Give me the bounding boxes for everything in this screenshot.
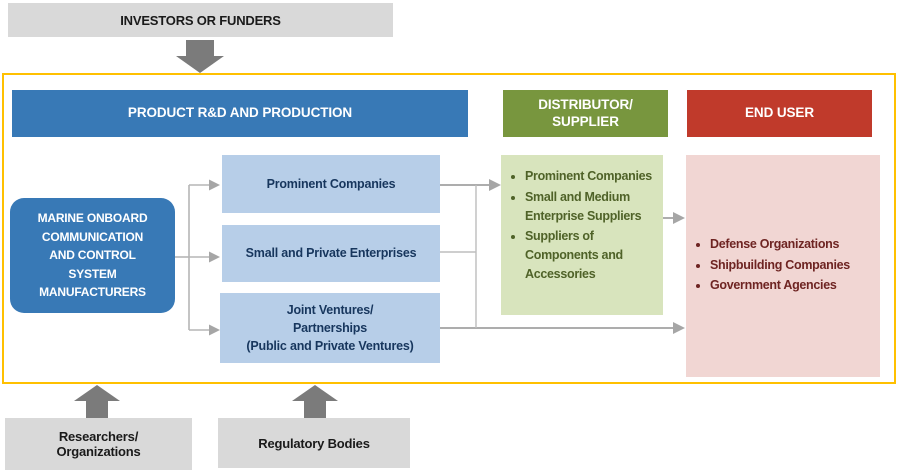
list-item: Government Agencies [710,276,850,295]
output-arrowheads [489,179,685,334]
small-private-enterprises-box: Small and Private Enterprises [222,225,440,282]
manufacturers-branch-arrowheads [209,179,220,336]
joint-ventures-label: Joint Ventures/ Partnerships (Public and… [246,302,414,354]
header-product-rd-production-label: PRODUCT R&D AND PRODUCTION [127,105,353,121]
researchers-organizations-label: Researchers/ Organizations [56,429,141,459]
researchers-organizations-box: Researchers/ Organizations [5,418,192,470]
header-end-user-label: END USER [745,105,814,121]
header-product-rd-production: PRODUCT R&D AND PRODUCTION [12,90,468,137]
small-private-enterprises-label: Small and Private Enterprises [245,246,417,261]
prominent-companies-label: Prominent Companies [266,176,396,191]
regulatory-bodies-label: Regulatory Bodies [258,435,370,451]
up-arrow-regulatory-icon [292,385,338,418]
main-flow-frame [2,73,896,384]
up-arrow-researchers-icon [74,385,120,418]
list-item: Small and Medium Enterprise Suppliers [525,188,657,226]
list-item: Suppliers of Components and Accessories [525,227,657,283]
prominent-companies-box: Prominent Companies [222,155,440,213]
list-item: Defense Organizations [710,235,850,254]
merge-lines [440,185,477,328]
list-item: Shipbuilding Companies [710,256,850,275]
distributor-supplier-list-box: Prominent Companies Small and Medium Ent… [501,155,663,315]
regulatory-bodies-box: Regulatory Bodies [218,418,410,468]
joint-ventures-box: Joint Ventures/ Partnerships (Public and… [220,293,440,363]
list-item: Prominent Companies [525,167,657,186]
investors-label: INVESTORS OR FUNDERS [120,12,281,28]
manufacturers-box: MARINE ONBOARD COMMUNICATION AND CONTROL… [10,198,175,313]
end-user-list: Defense Organizations Shipbuilding Compa… [686,235,856,297]
manufacturers-branch-lines [175,184,209,331]
investors-box: INVESTORS OR FUNDERS [8,3,393,37]
manufacturers-label: MARINE ONBOARD COMMUNICATION AND CONTROL… [37,211,148,300]
output-lines [440,184,673,329]
header-distributor-supplier-label: DISTRIBUTOR/ SUPPLIER [538,96,633,129]
header-end-user: END USER [687,90,872,137]
end-user-list-box: Defense Organizations Shipbuilding Compa… [686,155,880,377]
header-distributor-supplier: DISTRIBUTOR/ SUPPLIER [503,90,668,137]
distributor-supplier-list: Prominent Companies Small and Medium Ent… [501,167,663,284]
down-arrow-icon [176,40,224,73]
